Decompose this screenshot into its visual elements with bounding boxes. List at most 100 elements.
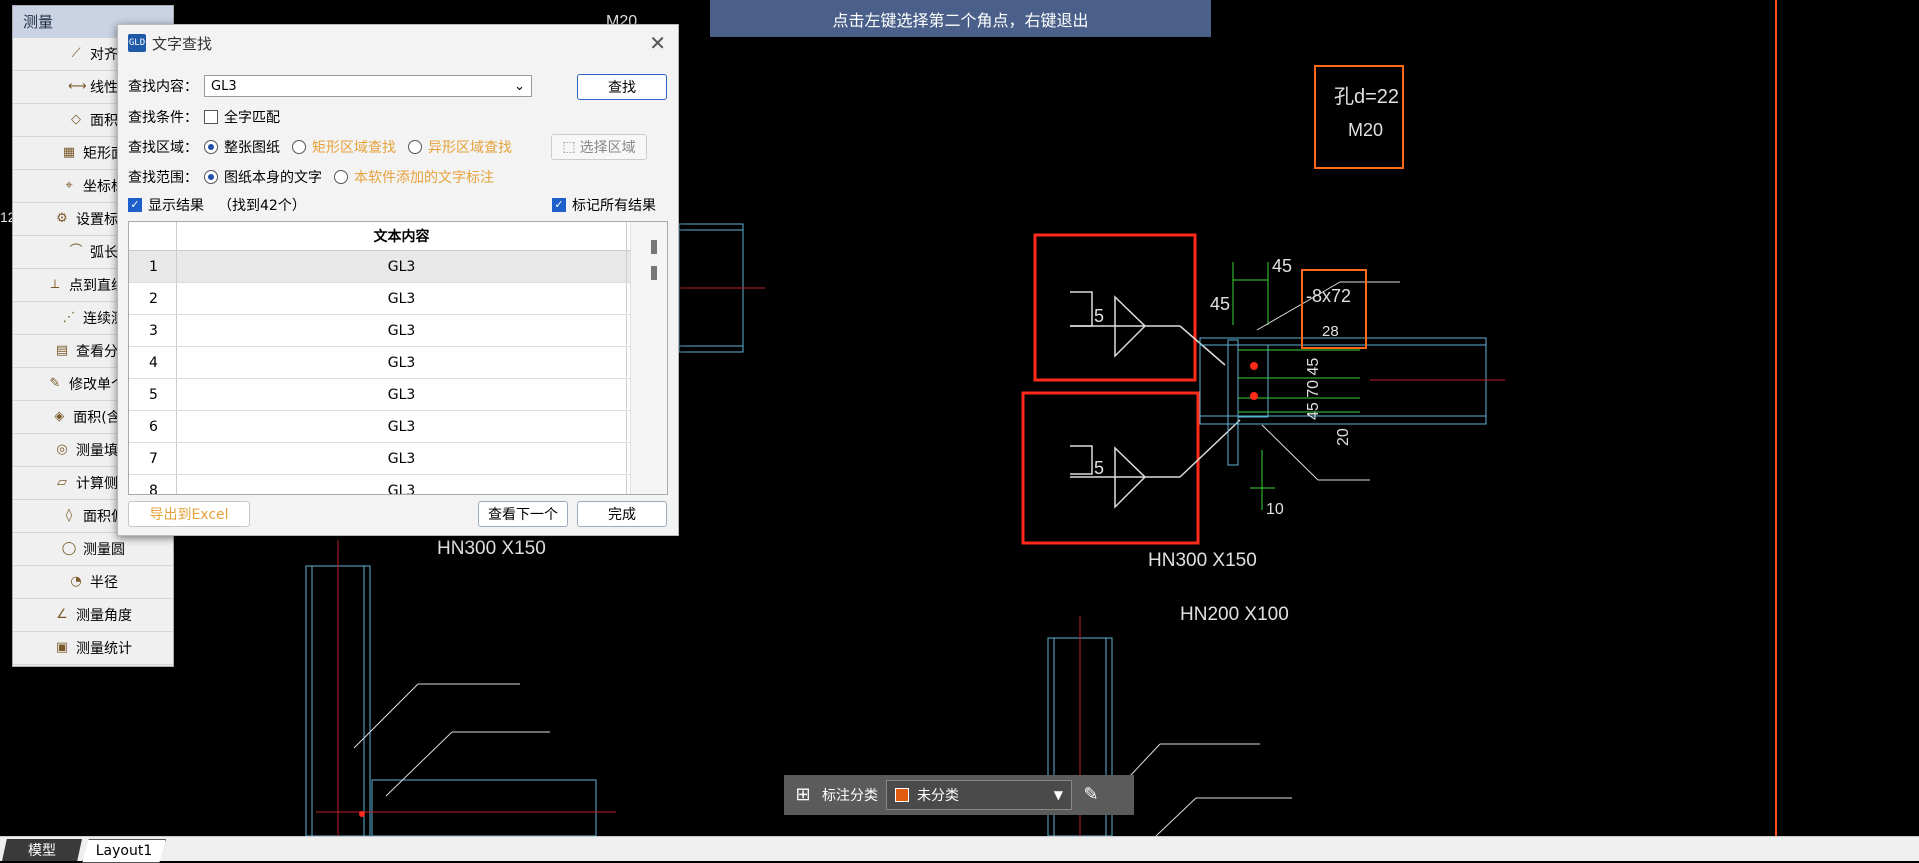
area-offset-icon: ◊ bbox=[65, 508, 73, 523]
row-index: 1 bbox=[129, 251, 177, 282]
tab-model[interactable]: 模型 bbox=[2, 839, 82, 861]
segment-view-icon: ▤ bbox=[55, 343, 69, 358]
measure-item[interactable]: ⌒弧长 bbox=[13, 236, 173, 269]
area-arc-icon: ◈ bbox=[54, 409, 65, 424]
area-whole-radio[interactable] bbox=[204, 140, 218, 154]
area-irregular-label[interactable]: 异形区域查找 bbox=[428, 140, 512, 156]
cad-text-dim-stack: 45 70 45 bbox=[1305, 358, 1322, 420]
dialog-titlebar[interactable]: GLD 文字查找 bbox=[118, 25, 678, 61]
coordinate-icon: ⌖ bbox=[65, 178, 73, 193]
row-index: 7 bbox=[129, 443, 177, 474]
next-result-button[interactable]: 查看下一个 bbox=[478, 501, 568, 527]
cad-text-bolt-d: 孔d=22 bbox=[1334, 85, 1399, 108]
measure-item[interactable]: ◔半径 bbox=[13, 566, 173, 599]
show-results-checkbox[interactable]: ✓ bbox=[128, 198, 142, 212]
measure-item[interactable]: ⟋对齐 bbox=[13, 38, 173, 71]
measure-item[interactable]: ◊面积偏 bbox=[13, 500, 173, 533]
cad-text-weld-5b: 5 bbox=[1094, 458, 1104, 478]
chevron-down-icon[interactable]: ⌄ bbox=[514, 78, 525, 94]
measure-item[interactable]: ▦矩形面 bbox=[13, 137, 173, 170]
area-irregular-radio[interactable] bbox=[408, 140, 422, 154]
scroll-thumb-secondary[interactable] bbox=[651, 266, 657, 280]
annotation-category-label: 标注分类 bbox=[822, 788, 878, 804]
measure-item-label: 半径 bbox=[90, 575, 118, 591]
scope-drawing-radio[interactable] bbox=[204, 170, 218, 184]
show-results-label[interactable]: 显示结果 bbox=[148, 198, 204, 214]
measure-item[interactable]: ⌖ 坐标标 bbox=[13, 170, 173, 203]
area-label: 查找区域： bbox=[128, 140, 198, 156]
header-index bbox=[129, 222, 177, 250]
tab-layout1[interactable]: Layout1 bbox=[82, 839, 166, 863]
arc-length-icon: ⌒ bbox=[69, 244, 83, 259]
measure-item-label: 连续测 bbox=[83, 311, 125, 327]
measure-item[interactable]: ⋰ 连续测 bbox=[13, 302, 173, 335]
row-index: 3 bbox=[129, 315, 177, 346]
highlight-box-weld-bottom bbox=[1021, 391, 1200, 545]
select-area-button[interactable]: ⬚ 选择区域 bbox=[551, 134, 647, 160]
area-rect-radio[interactable] bbox=[292, 140, 306, 154]
row-index: 6 bbox=[129, 411, 177, 442]
scroll-thumb[interactable] bbox=[651, 240, 657, 254]
annotation-category-select[interactable]: 未分类 ▼ bbox=[886, 780, 1072, 810]
find-button[interactable]: 查找 bbox=[577, 74, 667, 100]
measure-item[interactable]: ◇面积 bbox=[13, 104, 173, 137]
measure-item-label: 对齐 bbox=[90, 47, 118, 63]
area-whole-label[interactable]: 整张图纸 bbox=[224, 140, 280, 156]
area-rect-label[interactable]: 矩形区域查找 bbox=[312, 140, 396, 156]
whole-word-checkbox[interactable] bbox=[204, 110, 218, 124]
mark-all-checkbox[interactable]: ✓ bbox=[552, 198, 566, 212]
cad-text-10: 10 bbox=[1266, 501, 1284, 518]
measure-item[interactable]: ∠测量角度 bbox=[13, 599, 173, 632]
mark-all-label[interactable]: 标记所有结果 bbox=[572, 198, 656, 214]
select-area-icon: ⬚ bbox=[562, 139, 576, 155]
caret-down-icon[interactable]: ▼ bbox=[1053, 788, 1063, 802]
results-header: 文本内容 bbox=[129, 222, 667, 251]
cad-text-hn200: HN200 X100 bbox=[1180, 604, 1289, 625]
edit-dim-icon: ✎ bbox=[49, 376, 61, 391]
cad-text-20: 20 bbox=[1335, 428, 1352, 446]
results-scrollbar[interactable] bbox=[630, 222, 667, 494]
measure-item-label: 面积 bbox=[90, 113, 118, 129]
row-index: 8 bbox=[129, 475, 177, 494]
row-text: GL3 bbox=[177, 251, 627, 282]
measure-item-label: 坐标标 bbox=[83, 179, 125, 195]
find-content-combo[interactable]: GL3 ⌄ bbox=[204, 75, 532, 97]
cad-text-plate: -8x72 bbox=[1306, 286, 1351, 306]
measure-item[interactable]: ▣测量统计 bbox=[13, 632, 173, 665]
measure-item-label: 线性 bbox=[90, 80, 118, 96]
measure-item[interactable]: ⟷线性 bbox=[13, 71, 173, 104]
continuous-measure-icon: ⋰ bbox=[62, 310, 76, 325]
edit-icon[interactable]: ✎ bbox=[1083, 784, 1099, 805]
scope-added-radio[interactable] bbox=[334, 170, 348, 184]
cad-text-45a: 45 bbox=[1210, 294, 1230, 314]
export-excel-button[interactable]: 导出到Excel bbox=[128, 501, 250, 527]
done-button[interactable]: 完成 bbox=[577, 501, 667, 527]
cad-canvas[interactable]: M20 孔d=22 M20 5 5 -8x72 28 45 45 10 20 4… bbox=[0, 0, 1919, 836]
cad-text-hn300-right: HN300 X150 bbox=[1148, 550, 1257, 571]
highlight-box-weld-top bbox=[1033, 233, 1197, 382]
measure-item[interactable]: ◯测量圆 bbox=[13, 533, 173, 566]
grid-icon[interactable]: ⊞ bbox=[795, 784, 811, 805]
layout-tabs-bar: 模型 Layout1 bbox=[0, 836, 1919, 863]
condition-label: 查找条件： bbox=[128, 110, 198, 126]
find-content-value: GL3 bbox=[211, 78, 237, 94]
close-icon[interactable]: ✕ bbox=[649, 31, 666, 55]
side-area-icon: ▱ bbox=[57, 475, 67, 490]
dim-settings-icon: ⚙ bbox=[56, 211, 68, 226]
annotation-toolbar: ⊞ 标注分类 未分类 ▼ ✎ bbox=[784, 775, 1134, 815]
row-text: GL3 bbox=[177, 347, 627, 378]
whole-word-label[interactable]: 全字匹配 bbox=[224, 110, 280, 126]
scope-drawing-label[interactable]: 图纸本身的文字 bbox=[224, 170, 322, 186]
scope-added-label[interactable]: 本软件添加的文字标注 bbox=[354, 170, 494, 186]
cad-text-28: 28 bbox=[1322, 323, 1339, 340]
highlight-box-plate bbox=[1301, 269, 1367, 349]
